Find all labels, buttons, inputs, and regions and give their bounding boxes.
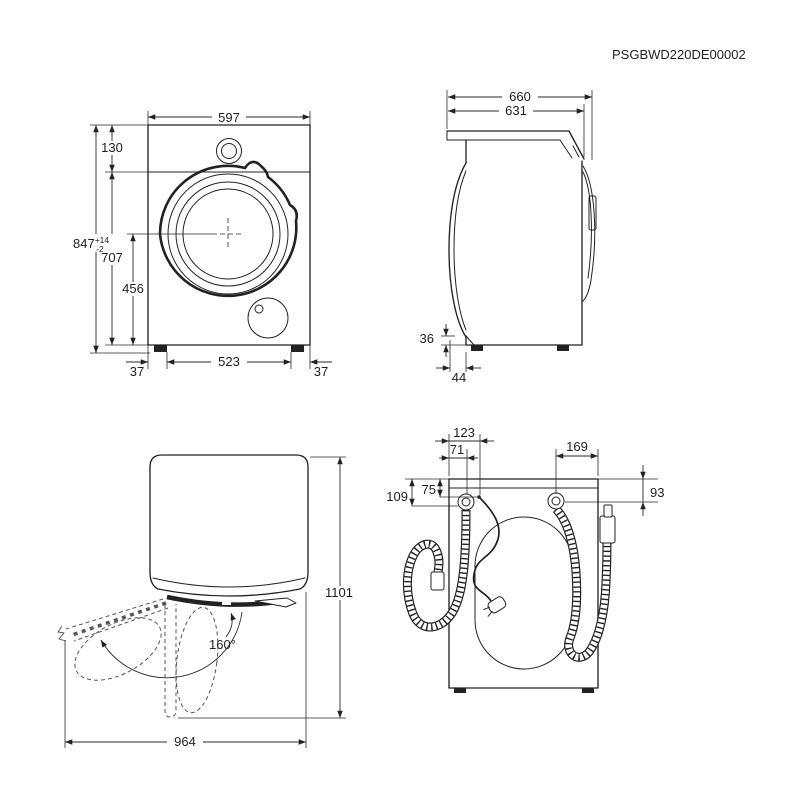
side-view: 660 631 36 44 (420, 89, 597, 385)
svg-text:847+14-2: 847+14-2 (73, 235, 109, 254)
svg-text:36: 36 (420, 331, 434, 346)
side-foot-front (471, 345, 483, 351)
dim-front-feet: 37 523 37 (126, 345, 332, 379)
side-foot-rear (557, 345, 569, 351)
dim-rear-inlet-span: 169 (555, 439, 599, 494)
rear-panel-outline (448, 478, 599, 689)
svg-text:130: 130 (101, 140, 123, 155)
rear-bracket (588, 195, 597, 231)
dim-rear-cord-offset: 123 (435, 425, 494, 495)
front-foot-left (154, 345, 167, 352)
drain-hose (407, 510, 466, 627)
svg-text:707: 707 (101, 250, 123, 265)
door-open-90-outline (164, 604, 219, 718)
rear-foot-right (582, 688, 594, 693)
front-foot-right (291, 345, 304, 352)
svg-text:37: 37 (130, 364, 144, 379)
door-angle-label: 160° (209, 637, 236, 652)
svg-text:523: 523 (218, 354, 240, 369)
svg-text:660: 660 (509, 89, 531, 104)
door-open-160-outline (57, 598, 169, 642)
svg-text:456: 456 (122, 281, 144, 296)
inlet-hose (556, 504, 616, 657)
svg-text:631: 631 (505, 103, 527, 118)
door-handle (254, 597, 297, 608)
inlet-connector (599, 515, 616, 544)
power-cord (472, 495, 507, 617)
svg-text:123: 123 (453, 425, 475, 440)
svg-text:1101: 1101 (325, 585, 353, 600)
dim-front-total-height: 847+14-2 (70, 124, 150, 354)
front-panel-curve (152, 577, 306, 588)
svg-text:44: 44 (452, 370, 466, 385)
dim-rear-inlet-height: 93 (565, 465, 664, 516)
side-machine-outline (465, 139, 583, 346)
dim-front-below-panel: 707 (98, 172, 148, 346)
rear-foot-left (454, 688, 466, 693)
drain-filter-cover (247, 297, 289, 339)
dim-front-door-center: 456 (119, 233, 212, 345)
dim-side-lid-depth: 631 (448, 103, 585, 157)
side-lid (446, 130, 585, 160)
svg-text:75: 75 (422, 482, 436, 497)
dim-rear-drain-height: 109 (386, 478, 458, 507)
door-open-135-outline (74, 617, 162, 681)
drain-hose-end (430, 571, 445, 591)
door-angle-leader-arrow (225, 612, 236, 638)
svg-text:109: 109 (386, 489, 408, 504)
top-machine-outline (149, 454, 309, 597)
dim-front-panel-height: 130 (90, 124, 148, 173)
inlet-connector-tip (603, 504, 613, 518)
dim-rear-cord-height: 75 (422, 479, 477, 498)
svg-text:37: 37 (314, 364, 328, 379)
power-plug (483, 596, 507, 617)
svg-text:93: 93 (650, 485, 664, 500)
dim-top-open-depth: 1101 (178, 456, 359, 719)
front-view: 597 130 707 847+14-2 (70, 110, 332, 379)
side-rear-panel (582, 165, 597, 302)
svg-text:71: 71 (450, 442, 464, 457)
svg-text:169: 169 (566, 439, 588, 454)
dim-side-front-offset: 44 (436, 340, 481, 385)
side-door-bulge (448, 162, 475, 346)
dim-side-door-floor-gap: 36 (420, 324, 466, 357)
door-latch-gap (222, 598, 231, 605)
door-center-crosshair (212, 218, 244, 250)
front-machine-outline (147, 124, 311, 346)
dim-side-overall-depth: 660 (446, 89, 593, 160)
top-view: 160° 1101 964 (57, 454, 359, 749)
svg-text:597: 597 (218, 110, 240, 125)
rear-recess (474, 516, 574, 670)
drain-outlet (457, 493, 475, 511)
dim-rear-drain-offset: 71 (439, 442, 478, 494)
dim-front-width: 597 (147, 110, 311, 125)
door-swing-arc (100, 611, 243, 679)
inlet-outlet (547, 492, 565, 510)
dim-top-open-width: 964 (64, 592, 307, 749)
rear-view: 123 71 169 93 (386, 425, 664, 693)
svg-text:964: 964 (174, 734, 196, 749)
document-code: PSGBWD220DE00002 (612, 47, 746, 62)
control-knob-icon (216, 138, 242, 164)
